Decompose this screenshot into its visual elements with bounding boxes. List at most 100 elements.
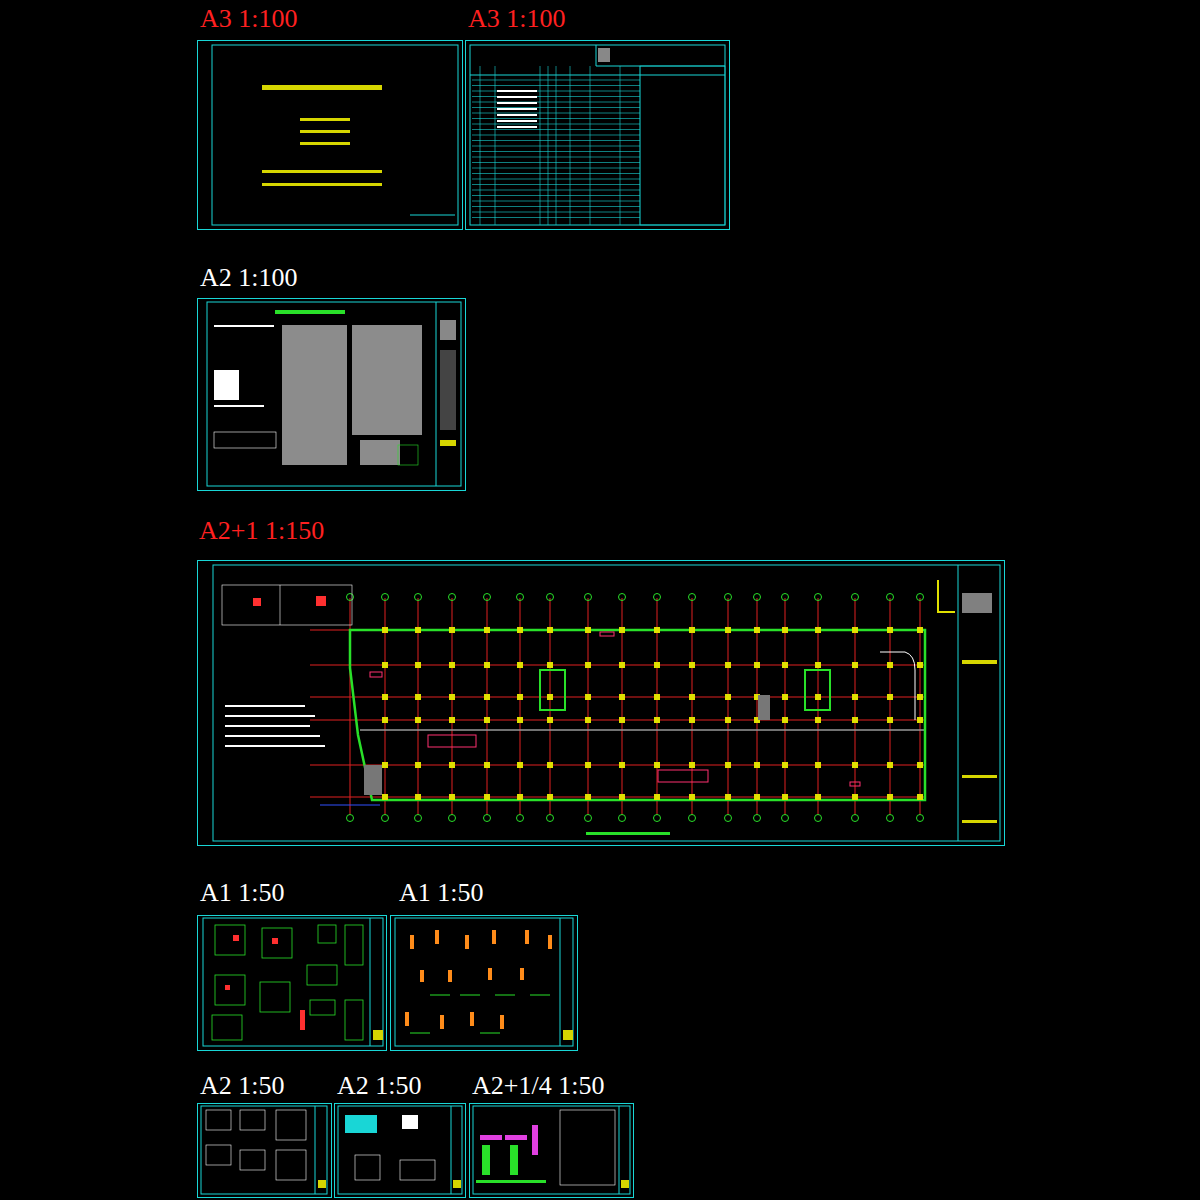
drawing-linework (852, 627, 858, 633)
drawing-linework (318, 1180, 326, 1188)
drawing-linework (382, 627, 388, 633)
drawing-linework (725, 794, 731, 800)
drawing-linework (510, 1145, 518, 1175)
sheet-scale-label: A2 1:50 (198, 1071, 287, 1101)
drawing-linework (497, 108, 537, 110)
drawing-linework (440, 440, 456, 446)
drawing-linework (352, 325, 422, 435)
drawing-linework (360, 729, 925, 731)
drawing-linework (410, 935, 414, 949)
drawing-linework (206, 1110, 231, 1130)
drawing-linework (560, 1110, 615, 1185)
drawing-linework (619, 594, 626, 601)
drawing-linework (520, 968, 524, 980)
drawing-linework (654, 627, 660, 633)
drawing-linework (318, 925, 336, 943)
drawing-linework (213, 565, 1000, 841)
drawing-linework (585, 594, 592, 601)
drawing-linework (619, 762, 625, 768)
drawing-linework (345, 1115, 418, 1133)
drawing-linework (310, 765, 925, 766)
drawing-linework (201, 1106, 327, 1194)
drawing-linework (225, 935, 305, 1030)
drawing-linework (240, 1110, 265, 1130)
drawing-linework (958, 565, 959, 841)
drawing-linework (310, 697, 925, 698)
drawing-linework (488, 968, 492, 980)
drawing-linework (492, 930, 496, 944)
drawing-linework (310, 720, 925, 721)
drawing-linework (415, 717, 421, 723)
drawing-linework (758, 695, 770, 720)
drawing-linework (360, 440, 400, 465)
drawing-linework (225, 985, 230, 990)
drawing-linework (476, 1145, 546, 1183)
drawing-linework (480, 1135, 502, 1140)
drawing-linework (962, 593, 992, 613)
drawing-linework (214, 432, 276, 448)
drawing-linework (852, 694, 858, 700)
drawing-linework (540, 670, 565, 710)
drawing-linework (225, 705, 305, 707)
drawing-linework (938, 580, 955, 612)
drawing-linework (917, 627, 923, 633)
drawing-linework (436, 302, 437, 486)
drawing-linework (300, 130, 350, 133)
drawing-linework (590, 66, 591, 225)
drawing-linework (887, 762, 893, 768)
drawing-linework (470, 75, 725, 76)
drawing-linework (225, 715, 315, 717)
drawing-sheet: A1 1:50 (390, 915, 578, 1051)
drawing-linework (917, 717, 923, 723)
drawing-linework (262, 928, 292, 958)
drawing-linework (654, 794, 660, 800)
drawing-linework (203, 918, 383, 1046)
drawing-linework (400, 1160, 435, 1180)
drawing-linework (532, 1125, 538, 1155)
drawing-linework (654, 694, 660, 700)
drawing-linework (472, 48, 725, 225)
drawing-linework (547, 815, 554, 822)
drawing-linework (619, 662, 625, 668)
drawing-linework (548, 66, 549, 225)
drawing-linework (585, 815, 592, 822)
drawing-linework (276, 1110, 306, 1140)
drawing-linework (300, 1010, 305, 1030)
drawing-linework (887, 662, 893, 668)
drawing-linework (815, 717, 821, 723)
drawing-linework (310, 1000, 335, 1015)
drawing-linework (484, 662, 490, 668)
drawing-linework (275, 310, 345, 314)
drawing-linework (470, 45, 725, 225)
drawing-linework (852, 762, 858, 768)
drawing-linework (410, 215, 455, 216)
drawing-linework (206, 1110, 615, 1185)
drawing-linework (917, 794, 923, 800)
drawing-linework (420, 970, 424, 982)
drawing-linework (484, 594, 491, 601)
drawing-linework (887, 594, 894, 601)
drawing-linework (689, 694, 695, 700)
drawing-linework (560, 918, 561, 1046)
drawing-linework (525, 930, 529, 944)
drawing-linework (505, 1135, 527, 1140)
drawing-linework (415, 662, 421, 668)
drawing-linework (917, 594, 924, 601)
drawing-linework (212, 1015, 242, 1040)
drawing-linework (517, 815, 524, 822)
drawing-linework (382, 594, 389, 601)
drawing-linework (782, 794, 788, 800)
drawing-linework (725, 662, 731, 668)
drawing-linework (619, 694, 625, 700)
drawing-linework (725, 717, 731, 723)
drawing-linework (640, 66, 725, 225)
drawing-linework (410, 995, 550, 1033)
drawing-sheet: A2+1 1:150 (197, 560, 1005, 846)
drawing-linework (754, 794, 760, 800)
drawing-linework (214, 310, 456, 465)
drawing-linework (222, 585, 352, 625)
drawing-linework (754, 815, 761, 822)
drawing-linework (598, 48, 610, 62)
drawing-linework (262, 85, 382, 90)
drawing-linework (962, 820, 997, 823)
